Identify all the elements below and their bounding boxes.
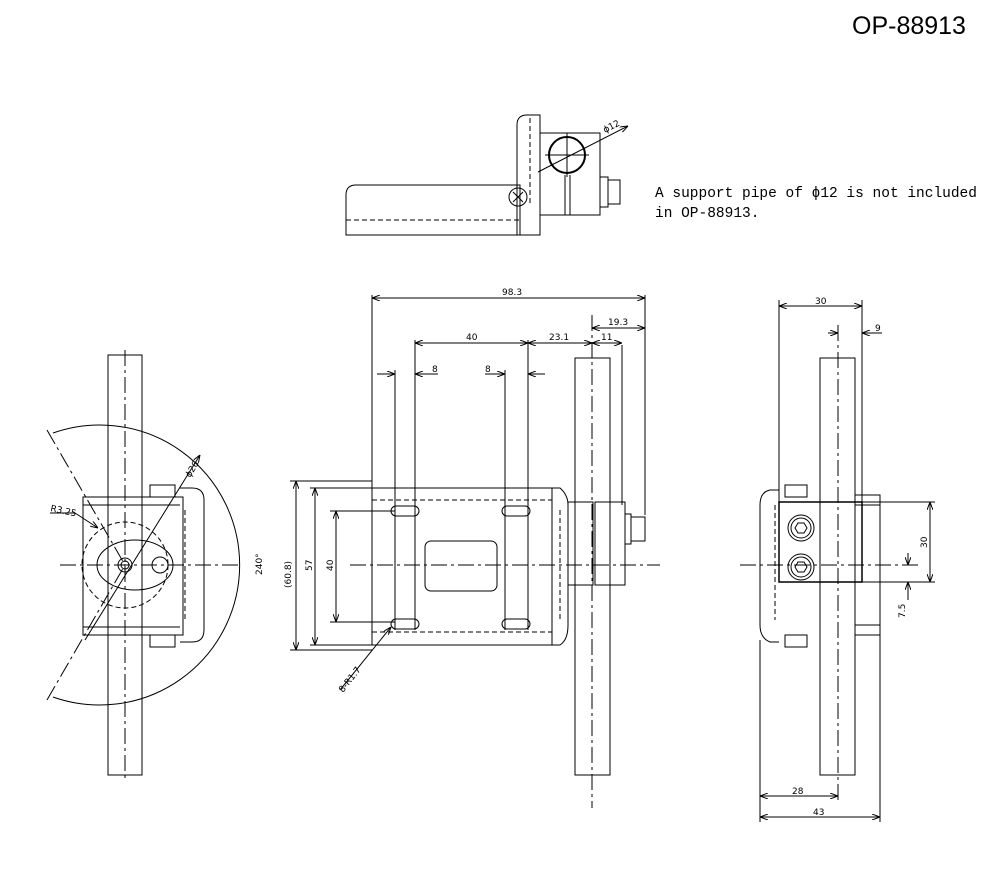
part-number-title: OP-88913 [852,12,966,40]
note-line-2: in OP-88913. [655,206,760,222]
dia-dim: ϕ26 [184,459,202,479]
slot-radius-dim: 8-R1.7 [337,665,363,694]
depth-dim: 43 [813,808,824,818]
offset-dim: 23.1 [549,333,569,343]
overall-width-dim: 98.3 [502,288,522,298]
nut [630,516,646,542]
height-dim: 57 [305,560,315,571]
left-view: ϕ26 R3.25 240° [46,350,265,780]
slot [390,618,420,630]
pipe-to-back-dim: 28 [792,787,804,797]
note-line-1: A support pipe of ϕ12 is not included [655,186,977,202]
bracket [82,496,184,636]
base-plate [345,184,521,236]
bracket [516,114,541,236]
hole-pitch-v-dim: 40 [326,559,336,571]
angle-dim: 240° [255,553,265,575]
angle-arc [52,424,241,706]
hex-socket-screw-icon [787,553,815,581]
nut-offset-dim: 19.3 [608,318,628,328]
half-clamp-dim: 11 [601,333,612,343]
side-view: 30 9 30 7.5 28 43 [740,297,935,822]
slot [501,618,531,630]
clamp-half [567,501,594,586]
mounting-plate [371,487,553,646]
slot-right-dim: 8 [485,365,491,375]
width-dim: 30 [815,297,827,307]
clamp-block [778,501,863,583]
pipe-dia-dim: ϕ12 [602,119,622,136]
front-view: 98.3 19.3 40 23.1 11 8 8 (60.8) 57 40 8-… [284,288,660,808]
pipe-offset-dim: 9 [875,324,881,334]
slot [501,505,531,517]
hex-socket-screw-icon [787,514,815,542]
center-offset-dim: 7.5 [898,604,908,618]
block-height-dim: 30 [920,536,930,548]
height-ref-dim: (60.8) [284,561,294,588]
nut [607,179,621,205]
slot-left-dim: 8 [432,365,438,375]
top-view: ϕ12 [345,114,628,236]
window-cutout [424,540,498,592]
radius-dim: R3.25 [49,504,77,519]
hole-pitch-dim: 40 [466,333,478,343]
screw-icon [508,187,528,207]
